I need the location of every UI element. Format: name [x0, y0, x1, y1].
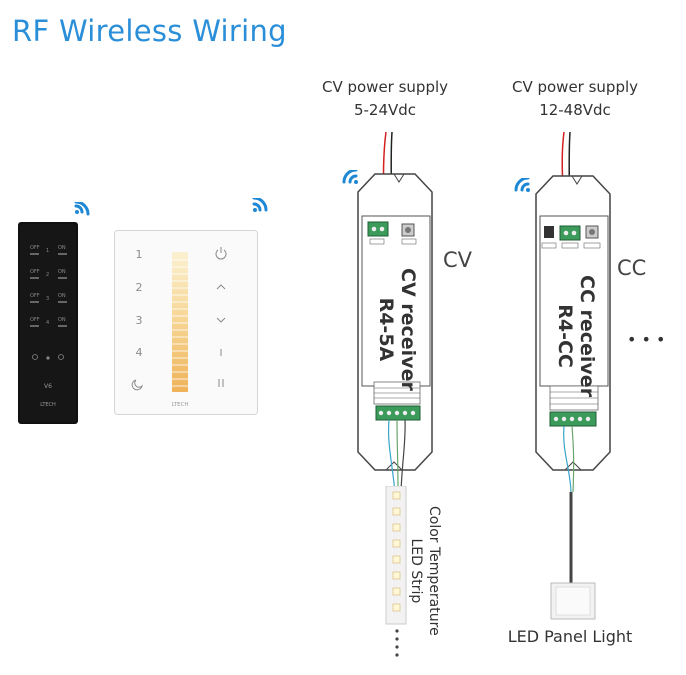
remote-model: V6: [44, 383, 52, 390]
power-icon: [215, 247, 227, 260]
wifi-icon: [338, 168, 364, 200]
strip-continuation-dots: [394, 628, 400, 662]
chevron-down-icon: [216, 317, 226, 323]
cv-side-label: CV: [443, 248, 473, 272]
remote-row3-on: ON: [58, 293, 66, 299]
remote-row4-off: OFF: [30, 317, 40, 323]
panel-key-1: 1: [136, 248, 143, 261]
led-panel-light: [550, 582, 596, 620]
wall-panel: 1 2 3 4 LTECH: [114, 230, 258, 415]
cc-side-label: CC: [617, 256, 647, 280]
remote-row2-off: OFF: [30, 269, 40, 275]
remote-row1-off: OFF: [30, 245, 40, 251]
cv-load-line2: LED Strip: [408, 538, 424, 604]
panel-light-cable: [566, 492, 576, 588]
panel-key-2: 2: [136, 281, 143, 294]
cc-receiver: [520, 122, 630, 493]
panel-key-3: 3: [136, 314, 143, 327]
black-remote: OFF 1 ON OFF 2 ON OFF 3 ON OFF 4 ON V6 L…: [18, 222, 78, 424]
remote-row3-num: 3: [46, 296, 49, 302]
cv-receiver-model: R4-5A: [375, 297, 397, 362]
remote-brand: LTECH: [40, 402, 56, 408]
cc-supply-label: CV power supply: [511, 78, 639, 96]
remote-row4-on: ON: [58, 317, 66, 323]
page-title: RF Wireless Wiring: [12, 14, 287, 48]
wifi-icon: [72, 200, 98, 232]
wifi-icon: [510, 176, 536, 208]
panel-key-4: 4: [136, 346, 143, 359]
cc-supply-voltage: 12-48Vdc: [539, 101, 611, 119]
cc-receiver-name: CC receiver: [576, 275, 598, 398]
remote-row2-on: ON: [58, 269, 66, 275]
cv-receiver-name: CV receiver: [397, 268, 419, 391]
cv-supply-label: CV power supply: [321, 78, 449, 96]
pause-icon: [218, 379, 224, 387]
wifi-icon: [250, 196, 276, 228]
cv-load-line1: Color Temperature: [426, 506, 442, 636]
panel-brand: LTECH: [171, 402, 188, 408]
remote-row1-num: 1: [46, 248, 49, 254]
chevron-up-icon: [216, 284, 226, 290]
remote-row4-num: 4: [46, 320, 49, 326]
remote-brightness-icons: [32, 354, 64, 360]
led-strip: [385, 485, 407, 626]
cv-receiver: [340, 122, 450, 493]
more-receivers-ellipsis: • • •: [627, 330, 666, 349]
cc-load-label: LED Panel Light: [507, 627, 633, 646]
remote-row3-off: OFF: [30, 293, 40, 299]
cc-receiver-model: R4-CC: [554, 304, 576, 368]
remote-row2-num: 2: [46, 272, 49, 278]
remote-row1-on: ON: [58, 245, 66, 251]
cv-supply-voltage: 5-24Vdc: [353, 101, 417, 119]
night-icon: [131, 379, 143, 391]
